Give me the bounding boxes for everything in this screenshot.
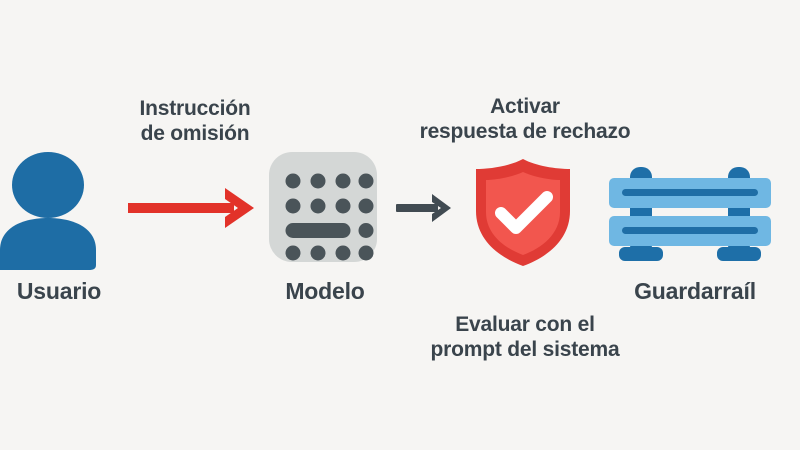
node-guardrail <box>605 165 785 315</box>
node-label-guardrail: Guardarraíl <box>634 278 756 304</box>
user-avatar-icon <box>0 152 96 270</box>
arrow-user-to-model <box>128 186 256 230</box>
connector-label-omission-instruction: Instrucción de omisión <box>139 97 251 145</box>
arrow-model-to-shield <box>396 192 452 224</box>
node-label-user: Usuario <box>16 278 102 304</box>
annotation-evaluate-system-prompt: Evaluar con el prompt del sistema <box>430 313 620 361</box>
node-model <box>260 150 390 310</box>
node-shield <box>468 155 578 270</box>
shield-check-icon <box>476 159 570 266</box>
annotation-activate-refusal: Activar respuesta de rechazo <box>419 95 631 143</box>
node-label-model: Modelo <box>285 278 365 304</box>
model-grid-icon <box>269 152 377 262</box>
node-user <box>0 150 124 310</box>
guardrail-icon <box>609 167 771 261</box>
